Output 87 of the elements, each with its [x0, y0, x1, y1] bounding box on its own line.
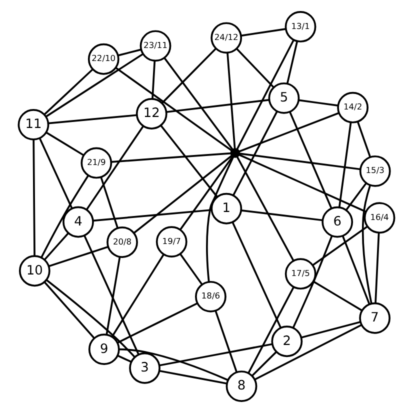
node-circle: 17/5: [284, 258, 316, 290]
connector: [206, 156, 234, 282]
connector: [84, 235, 140, 356]
connector: [152, 60, 156, 99]
node-circle: 19/7: [156, 226, 188, 258]
node-circle: 15/3: [359, 155, 391, 187]
node-circle: 23/11: [140, 30, 172, 62]
connector: [286, 40, 298, 84]
node-circle: 21/9: [80, 147, 112, 179]
connector: [117, 302, 198, 344]
connector: [111, 254, 164, 338]
node-circle: 18/6: [195, 280, 226, 312]
connector: [236, 156, 294, 262]
connector: [92, 209, 212, 222]
connector: [240, 28, 286, 37]
node-circle: 5: [268, 82, 300, 114]
connector: [289, 112, 332, 209]
node-circle: 2: [271, 326, 303, 358]
connector: [86, 126, 144, 210]
connector: [239, 152, 360, 170]
connector: [106, 256, 121, 335]
connector: [161, 48, 216, 104]
connector: [241, 210, 323, 222]
node-circle: 9: [88, 334, 120, 366]
node-circle: 13/1: [284, 11, 316, 42]
connector: [164, 57, 234, 150]
node-circle: 11: [18, 108, 50, 140]
connector: [160, 124, 218, 198]
node-circle: 8: [226, 370, 258, 402]
connector: [236, 48, 274, 88]
node-circle: 16/4: [364, 202, 396, 234]
connector: [374, 232, 380, 304]
connector: [254, 324, 362, 380]
connector: [238, 154, 366, 213]
connector: [338, 122, 352, 208]
connector: [301, 321, 360, 338]
connector: [342, 236, 370, 305]
node-circle: 14/2: [337, 92, 369, 124]
connector: [44, 281, 95, 339]
connector: [46, 132, 84, 156]
node-circle: 10: [18, 255, 50, 287]
connector: [117, 354, 132, 363]
node-circle: 1: [210, 192, 242, 224]
connector: [159, 343, 272, 366]
connector: [236, 40, 294, 150]
node-circle: [230, 148, 240, 158]
connector: [111, 152, 232, 163]
connector: [362, 184, 372, 304]
connector: [232, 111, 278, 196]
connector: [46, 279, 136, 358]
connector: [214, 310, 238, 373]
connector: [298, 99, 338, 106]
node-circle: 7: [359, 302, 390, 334]
node-circle: 4: [62, 206, 94, 238]
connector: [346, 182, 367, 211]
node-circle: 24/12: [210, 22, 242, 54]
node-circle: 6: [322, 206, 354, 238]
connector: [100, 176, 119, 228]
connector: [115, 67, 232, 152]
node-circle: 20/8: [106, 226, 138, 258]
connector: [40, 174, 90, 258]
node-circle: 3: [129, 352, 160, 384]
connector: [38, 138, 73, 209]
connector: [312, 226, 368, 266]
node-circle: 12: [136, 98, 168, 130]
connector: [44, 232, 70, 260]
connector: [252, 351, 278, 376]
connector: [159, 370, 227, 384]
connector: [32, 140, 36, 256]
connector: [180, 253, 203, 286]
connector: [46, 53, 144, 118]
connector: [118, 48, 142, 56]
connector: [48, 246, 108, 268]
connector: [44, 68, 94, 116]
connector: [356, 121, 372, 158]
connector: [180, 156, 234, 230]
connector: [238, 112, 340, 152]
connector: [226, 52, 236, 149]
connector: [292, 236, 333, 328]
node-circle: 22/10: [88, 43, 120, 75]
connector: [133, 154, 233, 234]
connector: [232, 222, 282, 328]
connector: [248, 286, 294, 374]
connector: [48, 114, 137, 124]
connector: [166, 99, 269, 113]
connector: [119, 348, 228, 381]
connector: [312, 280, 362, 312]
